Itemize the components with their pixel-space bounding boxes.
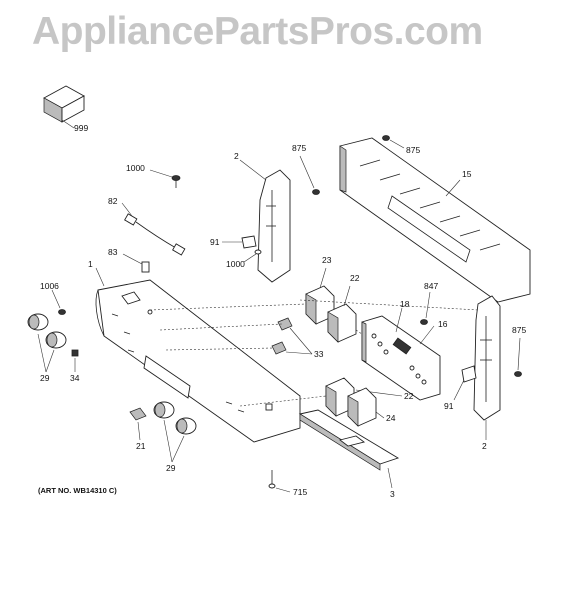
label-847: 847 (424, 281, 439, 291)
label-2-right: 2 (482, 441, 487, 451)
part-82-harness (121, 202, 186, 256)
part-1-console-panel (95, 267, 301, 443)
label-82: 82 (108, 196, 118, 206)
part-91-clip-left (222, 235, 262, 263)
part-2-right-bracket (473, 295, 501, 440)
alignment-lines (149, 299, 479, 407)
label-22-bottom: 22 (404, 391, 414, 401)
label-999: 999 (74, 123, 89, 133)
label-1000-top: 1000 (126, 163, 145, 173)
watermark: AppliancePartsPros.com (32, 10, 483, 53)
label-22-top: 22 (350, 273, 360, 283)
label-18: 18 (400, 299, 410, 309)
label-24: 24 (386, 413, 396, 423)
part-875-screw-c (514, 337, 522, 377)
part-2-left-bracket (239, 159, 291, 283)
part-21-clip (129, 407, 147, 441)
part-875-screw-b (382, 135, 405, 149)
label-83: 83 (108, 247, 118, 257)
part-847-screw (420, 291, 431, 325)
part-999-box (43, 85, 85, 129)
part-15-back-panel (339, 137, 531, 303)
part-29-knobs-bottom (153, 401, 197, 463)
part-875-screw-a (299, 155, 320, 195)
label-2-left: 2 (234, 151, 239, 161)
part-715-screw (268, 470, 291, 493)
label-1000-lower: 1000 (226, 259, 245, 269)
label-875-center: 875 (292, 143, 307, 153)
part-22-switch-bottom (325, 377, 403, 417)
part-1000-screw (149, 169, 181, 188)
part-3-trim (298, 409, 400, 489)
label-91-right: 91 (444, 401, 454, 411)
label-875-right: 875 (512, 325, 527, 335)
part-22-switch-top (327, 285, 357, 343)
label-1: 1 (88, 259, 93, 269)
label-34: 34 (70, 373, 80, 383)
part-1006-screw (51, 289, 66, 315)
label-875-top: 875 (406, 145, 421, 155)
part-24-switch (347, 387, 385, 427)
label-715: 715 (293, 487, 308, 497)
art-number: (ART NO. WB14310 C) (38, 486, 117, 495)
label-29-bottom: 29 (166, 463, 176, 473)
label-21: 21 (136, 441, 146, 451)
part-18-control-board (361, 307, 441, 401)
part-29-knobs-left (27, 313, 67, 373)
part-34-nut (71, 349, 79, 372)
part-83-clip (122, 253, 150, 273)
label-23: 23 (322, 255, 332, 265)
part-23-switch (305, 267, 335, 325)
label-3: 3 (390, 489, 395, 499)
part-33-clips (271, 317, 313, 355)
label-29-left: 29 (40, 373, 50, 383)
label-1006: 1006 (40, 281, 59, 291)
label-33: 33 (314, 349, 324, 359)
label-16: 16 (438, 319, 448, 329)
part-91-clip-right (453, 365, 477, 401)
label-91-left: 91 (210, 237, 220, 247)
label-15: 15 (462, 169, 472, 179)
